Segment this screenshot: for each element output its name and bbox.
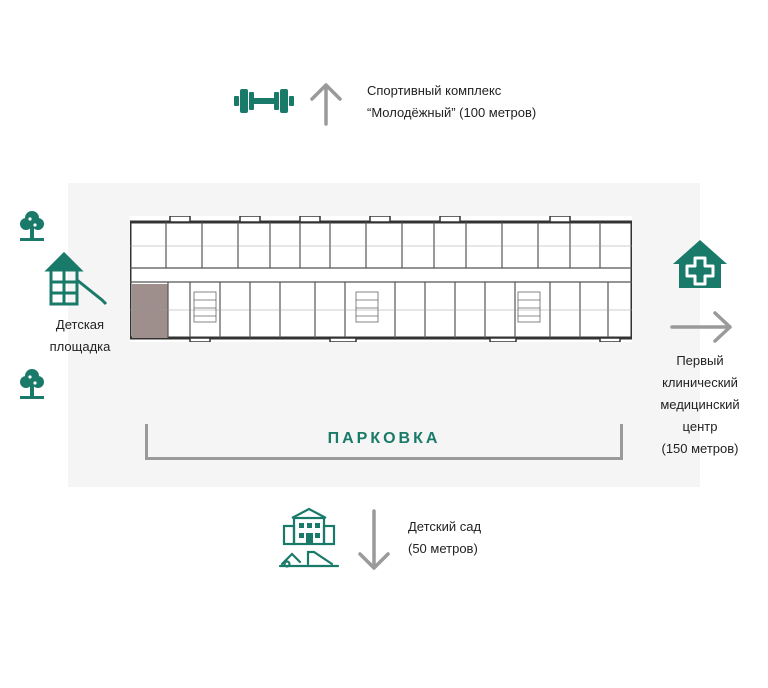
floor-plan xyxy=(130,216,632,342)
kindergarten-icon xyxy=(278,507,340,568)
sport-label-line2: “Молодёжный” (100 метров) xyxy=(367,105,537,120)
clinic-label-line4: центр xyxy=(682,419,718,434)
clinic-label: Первый клинический медицинский центр (15… xyxy=(640,350,760,460)
balconies xyxy=(169,216,621,342)
arrow-up-icon xyxy=(310,83,342,126)
parking-bracket xyxy=(145,424,623,460)
kindergarten-label-line2: (50 метров) xyxy=(408,541,478,556)
tree-icon xyxy=(20,369,44,399)
parking-label: ПАРКОВКА xyxy=(327,430,441,447)
arrow-down-icon xyxy=(358,509,390,570)
tree-icon xyxy=(20,211,44,241)
playground-label-line1: Детская xyxy=(55,317,105,332)
playground-slide-icon xyxy=(44,251,108,306)
clinic-label-line2: клинический xyxy=(662,375,738,390)
arrow-right-icon xyxy=(670,311,732,343)
interior-walls xyxy=(130,222,632,338)
kindergarten-label: Детский сад (50 метров) xyxy=(408,516,481,560)
plan-shell xyxy=(130,216,632,342)
highlighted-unit xyxy=(132,284,168,338)
clinic-label-line3: медицинский xyxy=(660,397,740,412)
medical-house-icon xyxy=(673,240,727,288)
playground-label-line2: площадка xyxy=(49,339,111,354)
stairwells xyxy=(193,291,541,323)
sport-complex-label: Спортивный комплекс “Молодёжный” (100 ме… xyxy=(367,80,536,124)
kindergarten-label-line1: Детский сад xyxy=(408,519,482,534)
sport-label-line1: Спортивный комплекс xyxy=(367,83,502,98)
clinic-label-line1: Первый xyxy=(676,353,724,368)
dumbbell-icon xyxy=(234,89,294,113)
clinic-label-line5: (150 метров) xyxy=(661,441,739,456)
playground-label: Детская площадка xyxy=(30,314,130,358)
